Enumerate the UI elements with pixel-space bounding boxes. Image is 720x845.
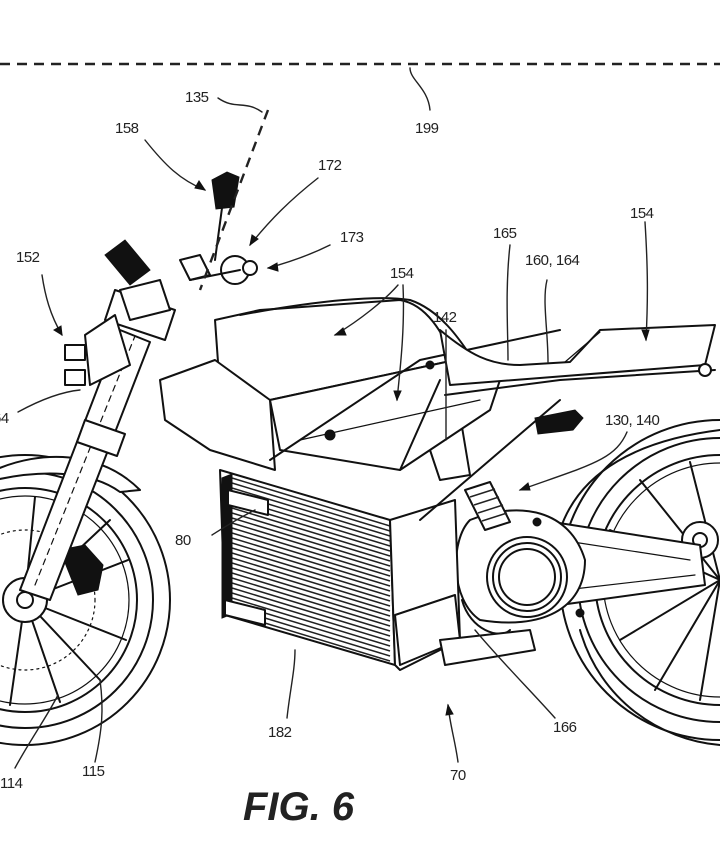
- label-steering-axis: 135: [185, 89, 209, 106]
- radiator-fin: [231, 487, 391, 537]
- radiator-fin: [231, 582, 391, 632]
- label-tail-panel: 154: [630, 205, 654, 222]
- radiator-fin: [231, 592, 391, 642]
- frame-tube: [269, 329, 561, 461]
- radiator-fin: [231, 542, 391, 592]
- label-motor: 166: [553, 719, 577, 736]
- steering-axis-line: [198, 109, 270, 291]
- radiator-fin: [231, 562, 391, 612]
- radiator-fins: [231, 477, 391, 662]
- label-handlebar-switch: 173: [340, 229, 364, 246]
- radiator: [219, 469, 396, 666]
- leader-lines: [14, 67, 650, 769]
- radiator-fin: [231, 477, 391, 527]
- label-swingarm: 130, 140: [605, 412, 660, 429]
- brake-disc: [0, 529, 96, 671]
- label-seat: 160, 164: [525, 252, 580, 269]
- radiator-fin: [231, 547, 391, 597]
- label-front-left: 64: [0, 410, 9, 427]
- label-front-wheel: 114: [0, 775, 23, 792]
- radiator-fin: [231, 537, 391, 587]
- label-seat-frame: 165: [493, 225, 517, 242]
- radiator-fin: [231, 577, 391, 627]
- seat: [439, 324, 716, 386]
- radiator-fin: [231, 572, 391, 622]
- radiator-fin: [231, 517, 391, 567]
- radiator-fin: [231, 552, 391, 602]
- radiator-fin: [231, 522, 391, 572]
- rear-hugger: [559, 429, 720, 531]
- seat-subframe: [444, 369, 716, 396]
- radiator-fin: [231, 587, 391, 637]
- label-mirror: 158: [115, 120, 139, 137]
- label-ground-line: 199: [415, 120, 439, 137]
- brake-caliper: [59, 544, 104, 596]
- radiator-fin: [231, 567, 391, 617]
- figure-caption: FIG. 6: [243, 785, 355, 829]
- mirror: [211, 171, 240, 261]
- rear-hugger-lower: [579, 629, 720, 746]
- radiator-fin: [231, 532, 391, 582]
- radiator-fin: [231, 557, 391, 607]
- label-radiator: 80: [175, 532, 191, 549]
- frame-down: [399, 379, 441, 471]
- label-tank-panel: 154: [390, 265, 414, 282]
- radiator-fin: [231, 507, 391, 557]
- label-shock: 142: [433, 309, 457, 326]
- motor: [455, 509, 586, 635]
- label-handlebar-control: 172: [318, 157, 342, 174]
- radiator-fin: [231, 597, 391, 647]
- label-battery-guard: 182: [268, 724, 292, 741]
- handlebar-controls: [179, 254, 258, 285]
- radiator-fin: [231, 512, 391, 562]
- label-headlight: 152: [16, 249, 40, 266]
- front-side-panel: [159, 359, 276, 471]
- headlight: [64, 314, 131, 386]
- radiator-fin: [231, 482, 391, 532]
- label-vehicle: 70: [450, 767, 466, 784]
- engine-skid: [439, 629, 536, 666]
- label-front-tire: 115: [82, 763, 105, 780]
- instrument-cluster: [104, 239, 171, 321]
- radiator-fin: [231, 527, 391, 577]
- tail-light: [534, 409, 584, 435]
